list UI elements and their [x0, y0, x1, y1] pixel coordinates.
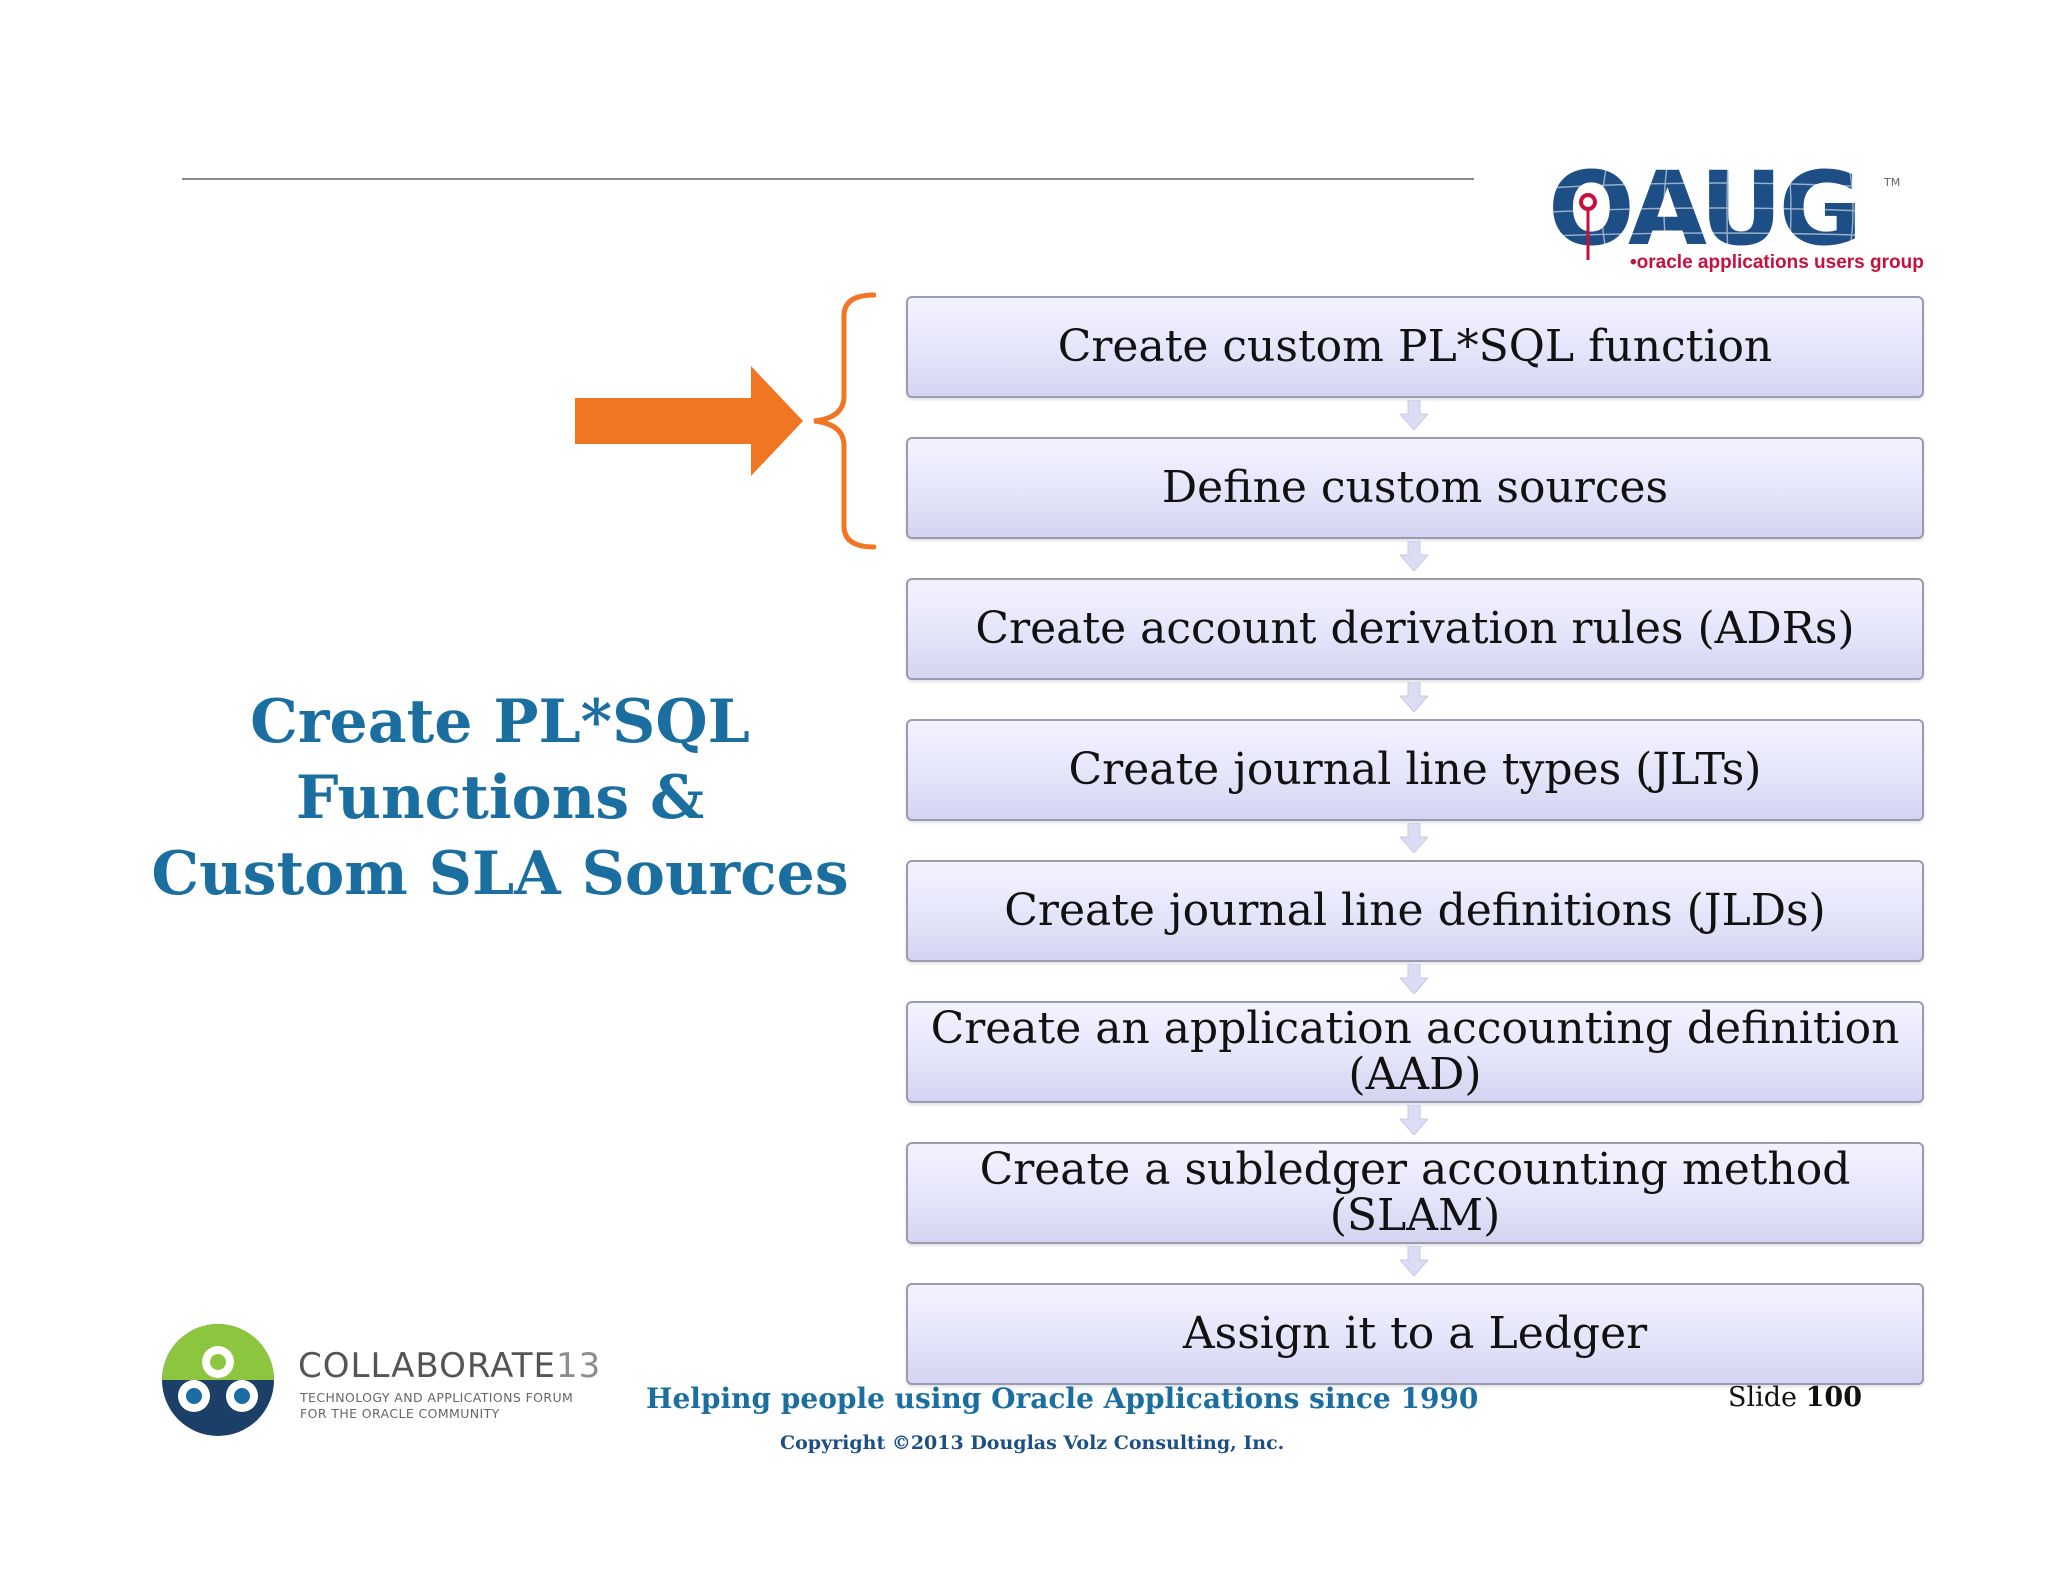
down-arrow-icon — [1400, 400, 1428, 430]
down-arrow-icon — [1400, 1105, 1428, 1135]
oaug-tagline: •oracle applications users group — [1630, 252, 1924, 273]
step-box: Create a subledger accounting method (SL… — [906, 1142, 1924, 1244]
highlight-arrow-icon — [575, 366, 803, 476]
globe-grid-icon — [1548, 160, 1888, 260]
step-label: Create custom PL*SQL function — [1057, 321, 1773, 372]
step-label: Create an application accounting definit… — [930, 1003, 1900, 1100]
step-box: Create journal line definitions (JLDs) — [906, 860, 1924, 962]
trademark-mark: TM — [1884, 176, 1901, 189]
step-label: Define custom sources — [1161, 462, 1669, 513]
collaborate-logo-icon — [162, 1324, 274, 1436]
bracket-brace-icon — [813, 292, 876, 550]
top-divider — [182, 178, 1474, 180]
slide-title: Create PL*SQL Functions & Custom SLA Sou… — [151, 687, 849, 909]
tagline-dot-icon: • — [1630, 252, 1637, 273]
step-box: Create journal line types (JLTs) — [906, 719, 1924, 821]
step-box: Create account derivation rules (ADRs) — [906, 578, 1924, 680]
collaborate-subtitle: TECHNOLOGY AND APPLICATIONS FORUM FOR TH… — [300, 1390, 574, 1421]
down-arrow-icon — [1400, 541, 1428, 571]
down-arrow-icon — [1400, 1246, 1428, 1276]
footer-tagline: Helping people using Oracle Applications… — [646, 1382, 1479, 1415]
down-arrow-icon — [1400, 823, 1428, 853]
step-label: Create journal line types (JLTs) — [1068, 744, 1762, 795]
down-arrow-icon — [1400, 682, 1428, 712]
collaborate-wordmark: COLLABORATE13 — [298, 1346, 602, 1386]
down-arrow-icon — [1400, 964, 1428, 994]
step-box: Assign it to a Ledger — [906, 1283, 1924, 1385]
slide-number: Slide 100 — [1728, 1382, 1862, 1413]
oaug-logo: OAUG TM •oracle applications users group — [1548, 159, 1924, 280]
footer-copyright: Copyright ©2013 Douglas Volz Consulting,… — [780, 1432, 1285, 1454]
step-label: Assign it to a Ledger — [1182, 1308, 1648, 1359]
step-box: Define custom sources — [906, 437, 1924, 539]
step-label: Create a subledger accounting method (SL… — [979, 1144, 1851, 1241]
step-box: Create an application accounting definit… — [906, 1001, 1924, 1103]
step-label: Create journal line definitions (JLDs) — [1004, 885, 1826, 936]
step-box: Create custom PL*SQL function — [906, 296, 1924, 398]
step-label: Create account derivation rules (ADRs) — [975, 603, 1855, 654]
